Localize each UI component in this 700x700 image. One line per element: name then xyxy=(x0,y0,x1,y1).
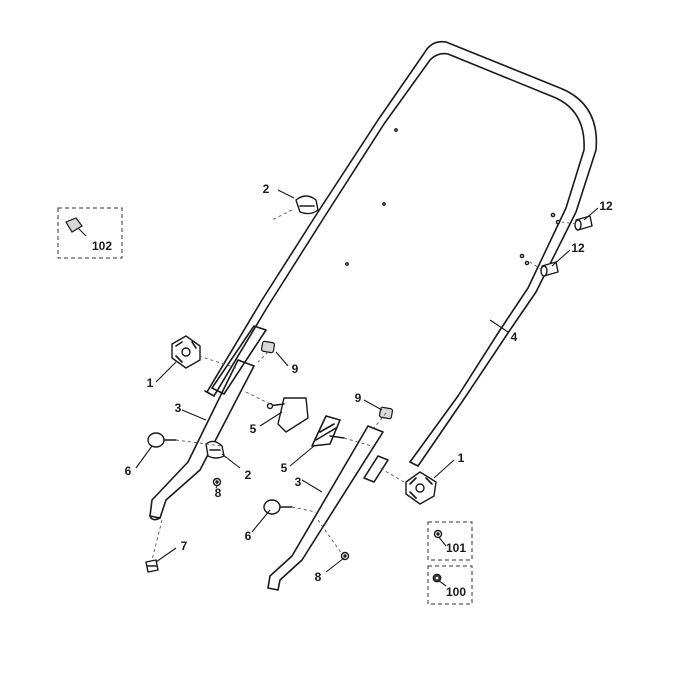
handle-sleeve-left xyxy=(211,325,267,395)
cap-nut-upper xyxy=(260,340,276,354)
clamp-knob-left xyxy=(171,335,201,369)
callout-6-left: 6 xyxy=(125,464,132,478)
screw-lower xyxy=(540,261,559,277)
clamp-knob-right xyxy=(405,471,437,505)
washer-left xyxy=(212,477,222,487)
handle-sleeve-right xyxy=(363,455,389,483)
callout-9-upper: 9 xyxy=(292,362,299,376)
carriage-bolt-left xyxy=(147,432,177,448)
cable-guide-upper xyxy=(266,397,309,433)
callout-8-left: 8 xyxy=(215,486,222,500)
callout-1-left: 1 xyxy=(147,376,154,390)
lower-handle-bar-right xyxy=(267,425,384,591)
callout-102: 102 xyxy=(92,239,112,253)
callout-7: 7 xyxy=(181,539,188,553)
kit-box-102 xyxy=(57,207,123,259)
callout-6-right: 6 xyxy=(245,529,252,543)
hex-bolt xyxy=(145,559,159,573)
callout-2-upper: 2 xyxy=(263,182,270,196)
callout-3-right: 3 xyxy=(295,475,302,489)
callout-5-lower: 5 xyxy=(281,461,288,475)
callout-8-right: 8 xyxy=(315,570,322,584)
callout-2-lower: 2 xyxy=(245,468,252,482)
callout-4: 4 xyxy=(511,330,518,344)
callout-3-left: 3 xyxy=(175,401,182,415)
callout-12-upper: 12 xyxy=(599,199,613,213)
kit-box-100 xyxy=(427,565,473,605)
carriage-bolt-right xyxy=(263,499,293,515)
cable-clip-upper xyxy=(295,195,319,215)
cable-guide-lower xyxy=(311,415,345,447)
upper-handle-bar xyxy=(204,40,598,467)
callout-9-lower: 9 xyxy=(355,391,362,405)
lower-handle-bar-left xyxy=(149,359,255,521)
callout-1-right: 1 xyxy=(458,451,465,465)
callout-101: 101 xyxy=(446,541,466,555)
kit-box-101 xyxy=(427,521,473,561)
callout-100: 100 xyxy=(446,585,466,599)
washer-right xyxy=(340,551,350,561)
screw-upper xyxy=(574,215,593,231)
callout-5-upper: 5 xyxy=(250,422,257,436)
callout-12-lower: 12 xyxy=(571,241,585,255)
